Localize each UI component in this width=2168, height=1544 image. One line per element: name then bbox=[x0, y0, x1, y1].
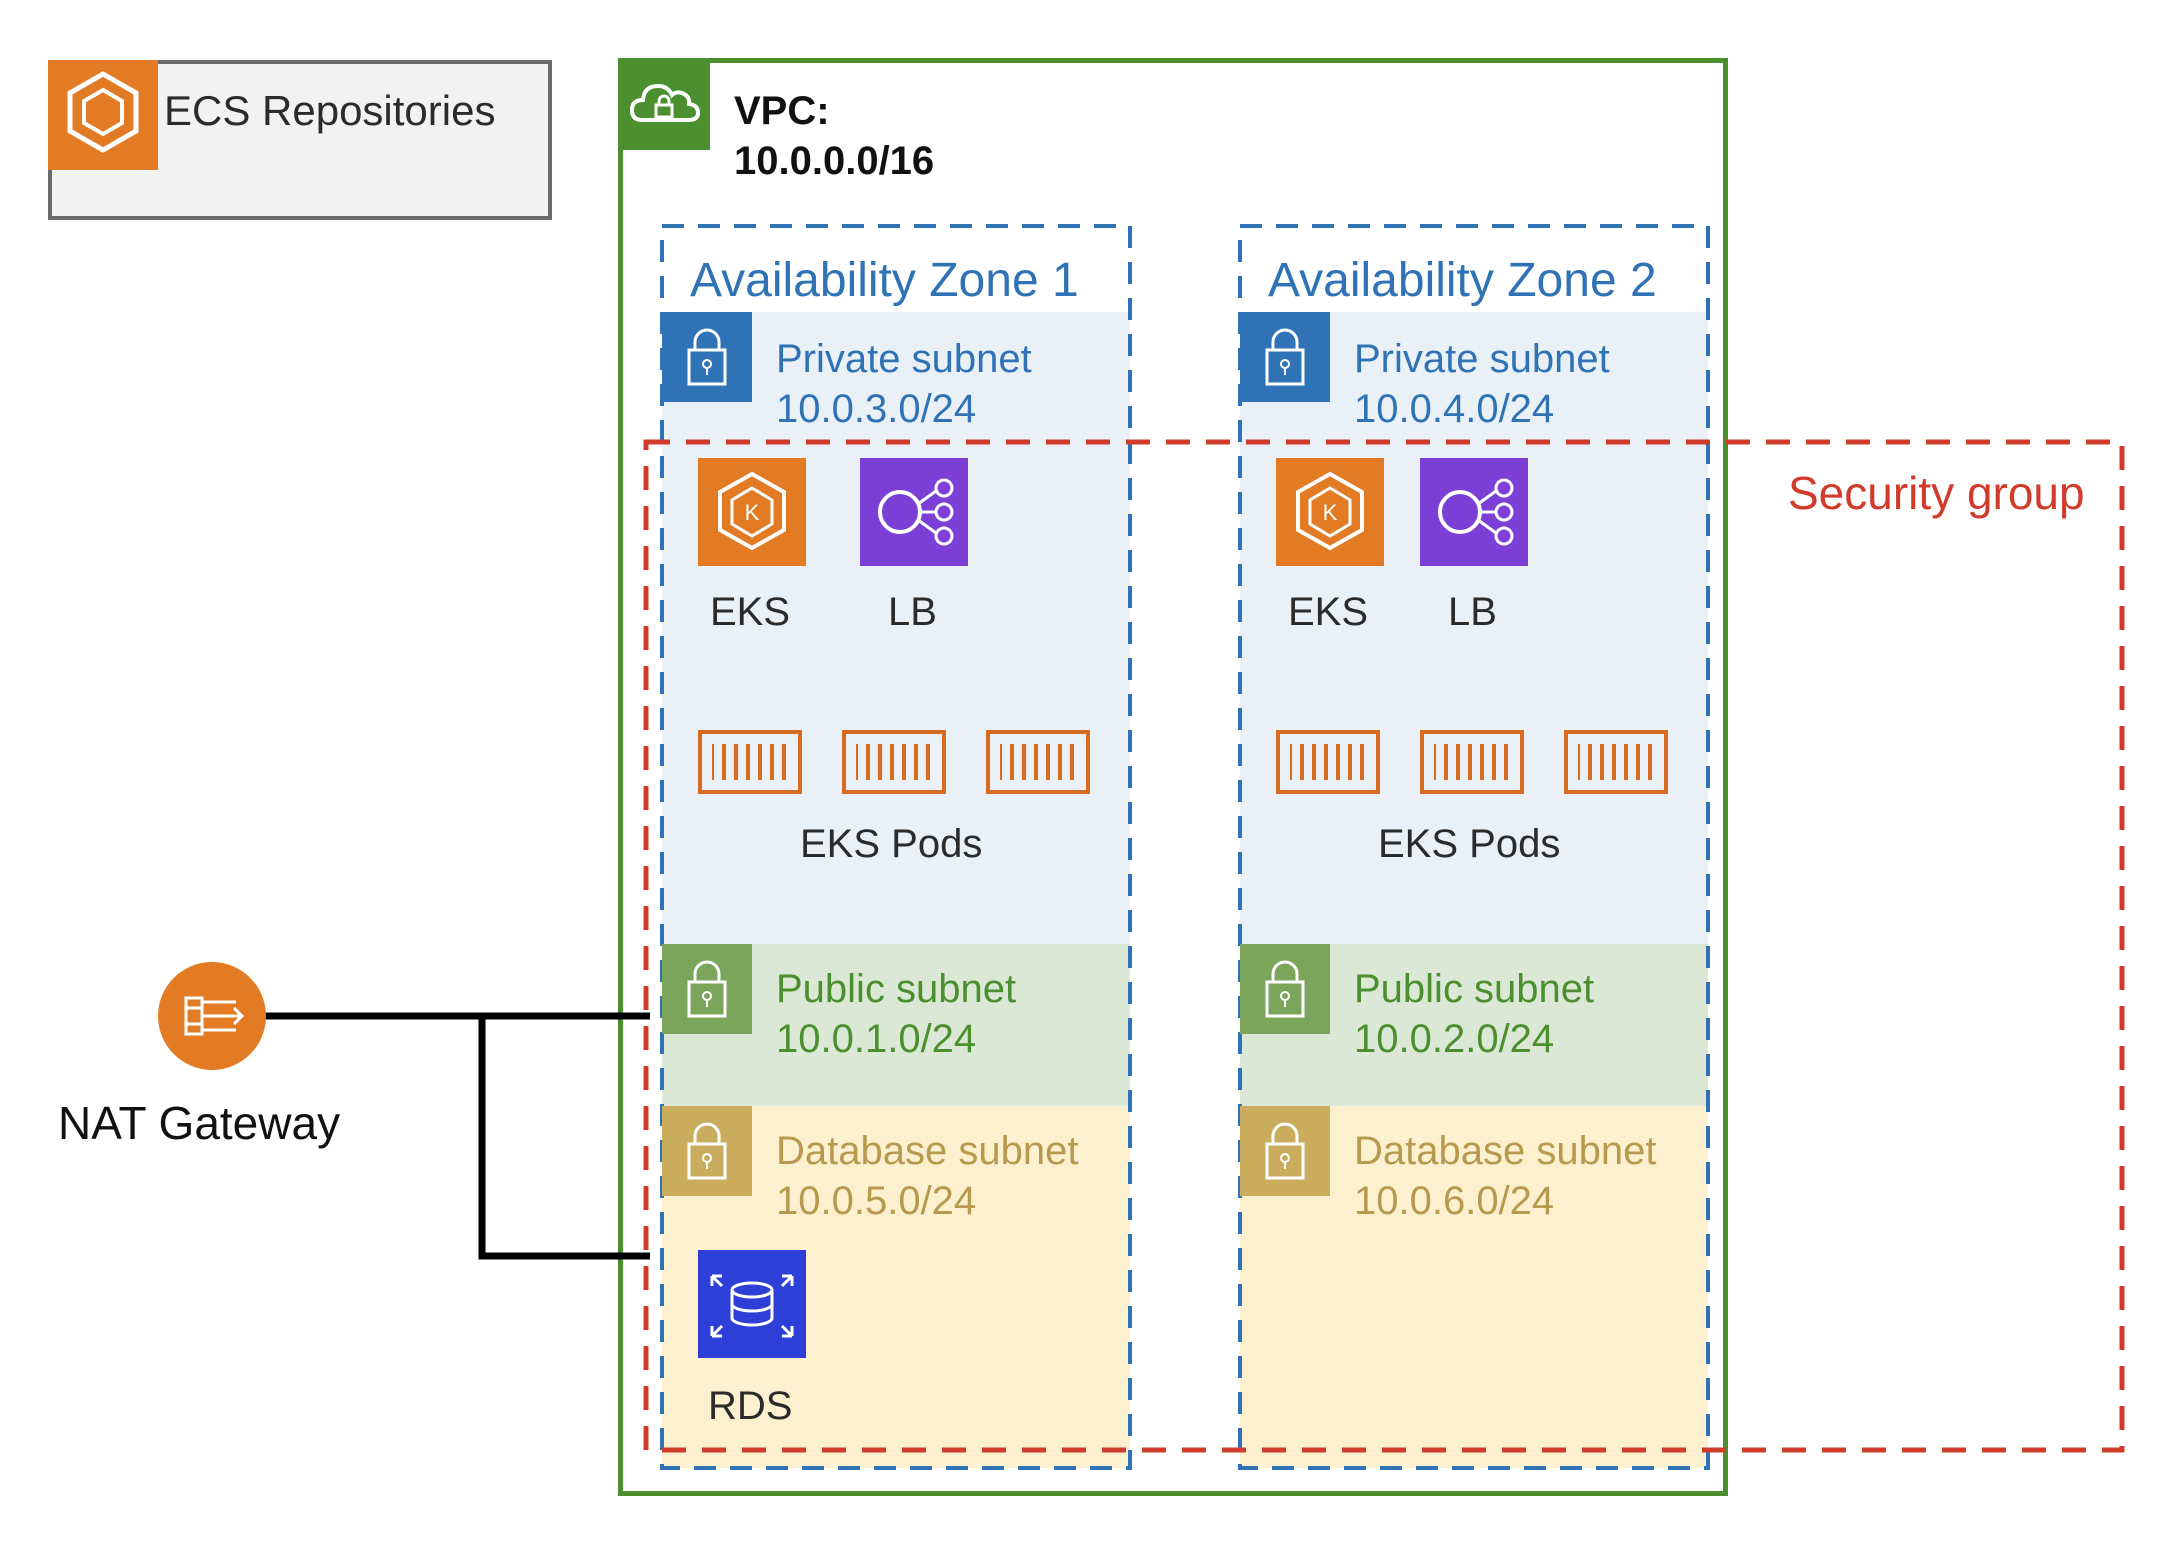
az1-private-subnet-name: Private subnet bbox=[776, 337, 1032, 381]
az2-eks-label: EKS bbox=[1288, 590, 1369, 634]
az2-database-subnet-label: Database subnet 10.0.6.0/24 bbox=[1354, 1126, 1656, 1226]
az1-pod-icon bbox=[698, 730, 802, 794]
az2-private-subnet-band bbox=[1240, 312, 1708, 944]
az2-title: Availability Zone 2 bbox=[1262, 252, 1663, 310]
az1-database-subnet-name: Database subnet bbox=[776, 1129, 1079, 1173]
security-group-boundary bbox=[643, 439, 2125, 1453]
vpc-title-line1: VPC: bbox=[734, 89, 830, 133]
az1-rds-label: RDS bbox=[708, 1384, 793, 1428]
az2-database-subnet-name: Database subnet bbox=[1354, 1129, 1657, 1173]
nat-gateway-label: NAT Gateway bbox=[58, 1097, 341, 1149]
az1-eks-pods-label: EKS Pods bbox=[800, 822, 983, 866]
az2-eks-icon: K bbox=[1276, 458, 1384, 566]
az1-title: Availability Zone 1 bbox=[684, 252, 1085, 310]
az1-rds-icon bbox=[698, 1250, 806, 1358]
az1-public-subnet-name: Public subnet bbox=[776, 967, 1017, 1011]
az1-lb-label: LB bbox=[888, 590, 937, 634]
az2-pod-icon bbox=[1564, 730, 1668, 794]
az1-private-subnet-band bbox=[662, 312, 1130, 944]
az2-boundary bbox=[1238, 224, 1710, 1470]
az1-public-subnet-cidr: 10.0.1.0/24 bbox=[776, 1017, 977, 1061]
az2-lb-label: LB bbox=[1448, 590, 1497, 634]
nat-gateway-icon bbox=[156, 960, 268, 1072]
az1-load-balancer-icon bbox=[860, 458, 968, 566]
vpc-boundary bbox=[618, 58, 1728, 1496]
az1-public-subnet-label: Public subnet 10.0.1.0/24 bbox=[776, 964, 1016, 1064]
az2-pod-icon bbox=[1276, 730, 1380, 794]
nat-to-database-line bbox=[478, 1016, 650, 1260]
svg-text:K: K bbox=[1323, 500, 1338, 525]
az1-database-lock-icon bbox=[662, 1106, 752, 1196]
az1-private-subnet-label: Private subnet 10.0.3.0/24 bbox=[776, 334, 1032, 434]
az1-pod-icon bbox=[986, 730, 1090, 794]
az2-private-lock-icon bbox=[1240, 312, 1330, 402]
ecs-repositories-label: ECS Repositories bbox=[164, 87, 496, 134]
az1-private-lock-icon bbox=[662, 312, 752, 402]
az1-database-subnet-cidr: 10.0.5.0/24 bbox=[776, 1179, 977, 1223]
az1-boundary bbox=[660, 224, 1132, 1470]
vpc-cloud-lock-icon bbox=[618, 58, 710, 150]
az2-private-subnet-label: Private subnet 10.0.4.0/24 bbox=[1354, 334, 1610, 434]
az2-pod-icon bbox=[1420, 730, 1524, 794]
svg-text:K: K bbox=[745, 500, 760, 525]
az2-load-balancer-icon bbox=[1420, 458, 1528, 566]
az2-public-subnet-label: Public subnet 10.0.2.0/24 bbox=[1354, 964, 1594, 1064]
az2-database-subnet-cidr: 10.0.6.0/24 bbox=[1354, 1179, 1555, 1223]
az1-pod-icon bbox=[842, 730, 946, 794]
az2-private-subnet-cidr: 10.0.4.0/24 bbox=[1354, 387, 1555, 431]
vpc-cidr: 10.0.0.0/16 bbox=[734, 139, 935, 183]
az2-database-lock-icon bbox=[1240, 1106, 1330, 1196]
security-group-label: Security group bbox=[1788, 467, 2085, 519]
az2-eks-pods-label: EKS Pods bbox=[1378, 822, 1561, 866]
az2-private-subnet-name: Private subnet bbox=[1354, 337, 1610, 381]
az1-public-lock-icon bbox=[662, 944, 752, 1034]
az1-private-subnet-cidr: 10.0.3.0/24 bbox=[776, 387, 977, 431]
az1-eks-label: EKS bbox=[710, 590, 791, 634]
az2-public-lock-icon bbox=[1240, 944, 1330, 1034]
az1-database-subnet-label: Database subnet 10.0.5.0/24 bbox=[776, 1126, 1078, 1226]
az2-public-subnet-cidr: 10.0.2.0/24 bbox=[1354, 1017, 1555, 1061]
vpc-title: VPC: 10.0.0.0/16 bbox=[734, 86, 934, 186]
ecr-repository-icon bbox=[48, 60, 158, 170]
az2-public-subnet-name: Public subnet bbox=[1354, 967, 1595, 1011]
az1-eks-icon: K bbox=[698, 458, 806, 566]
